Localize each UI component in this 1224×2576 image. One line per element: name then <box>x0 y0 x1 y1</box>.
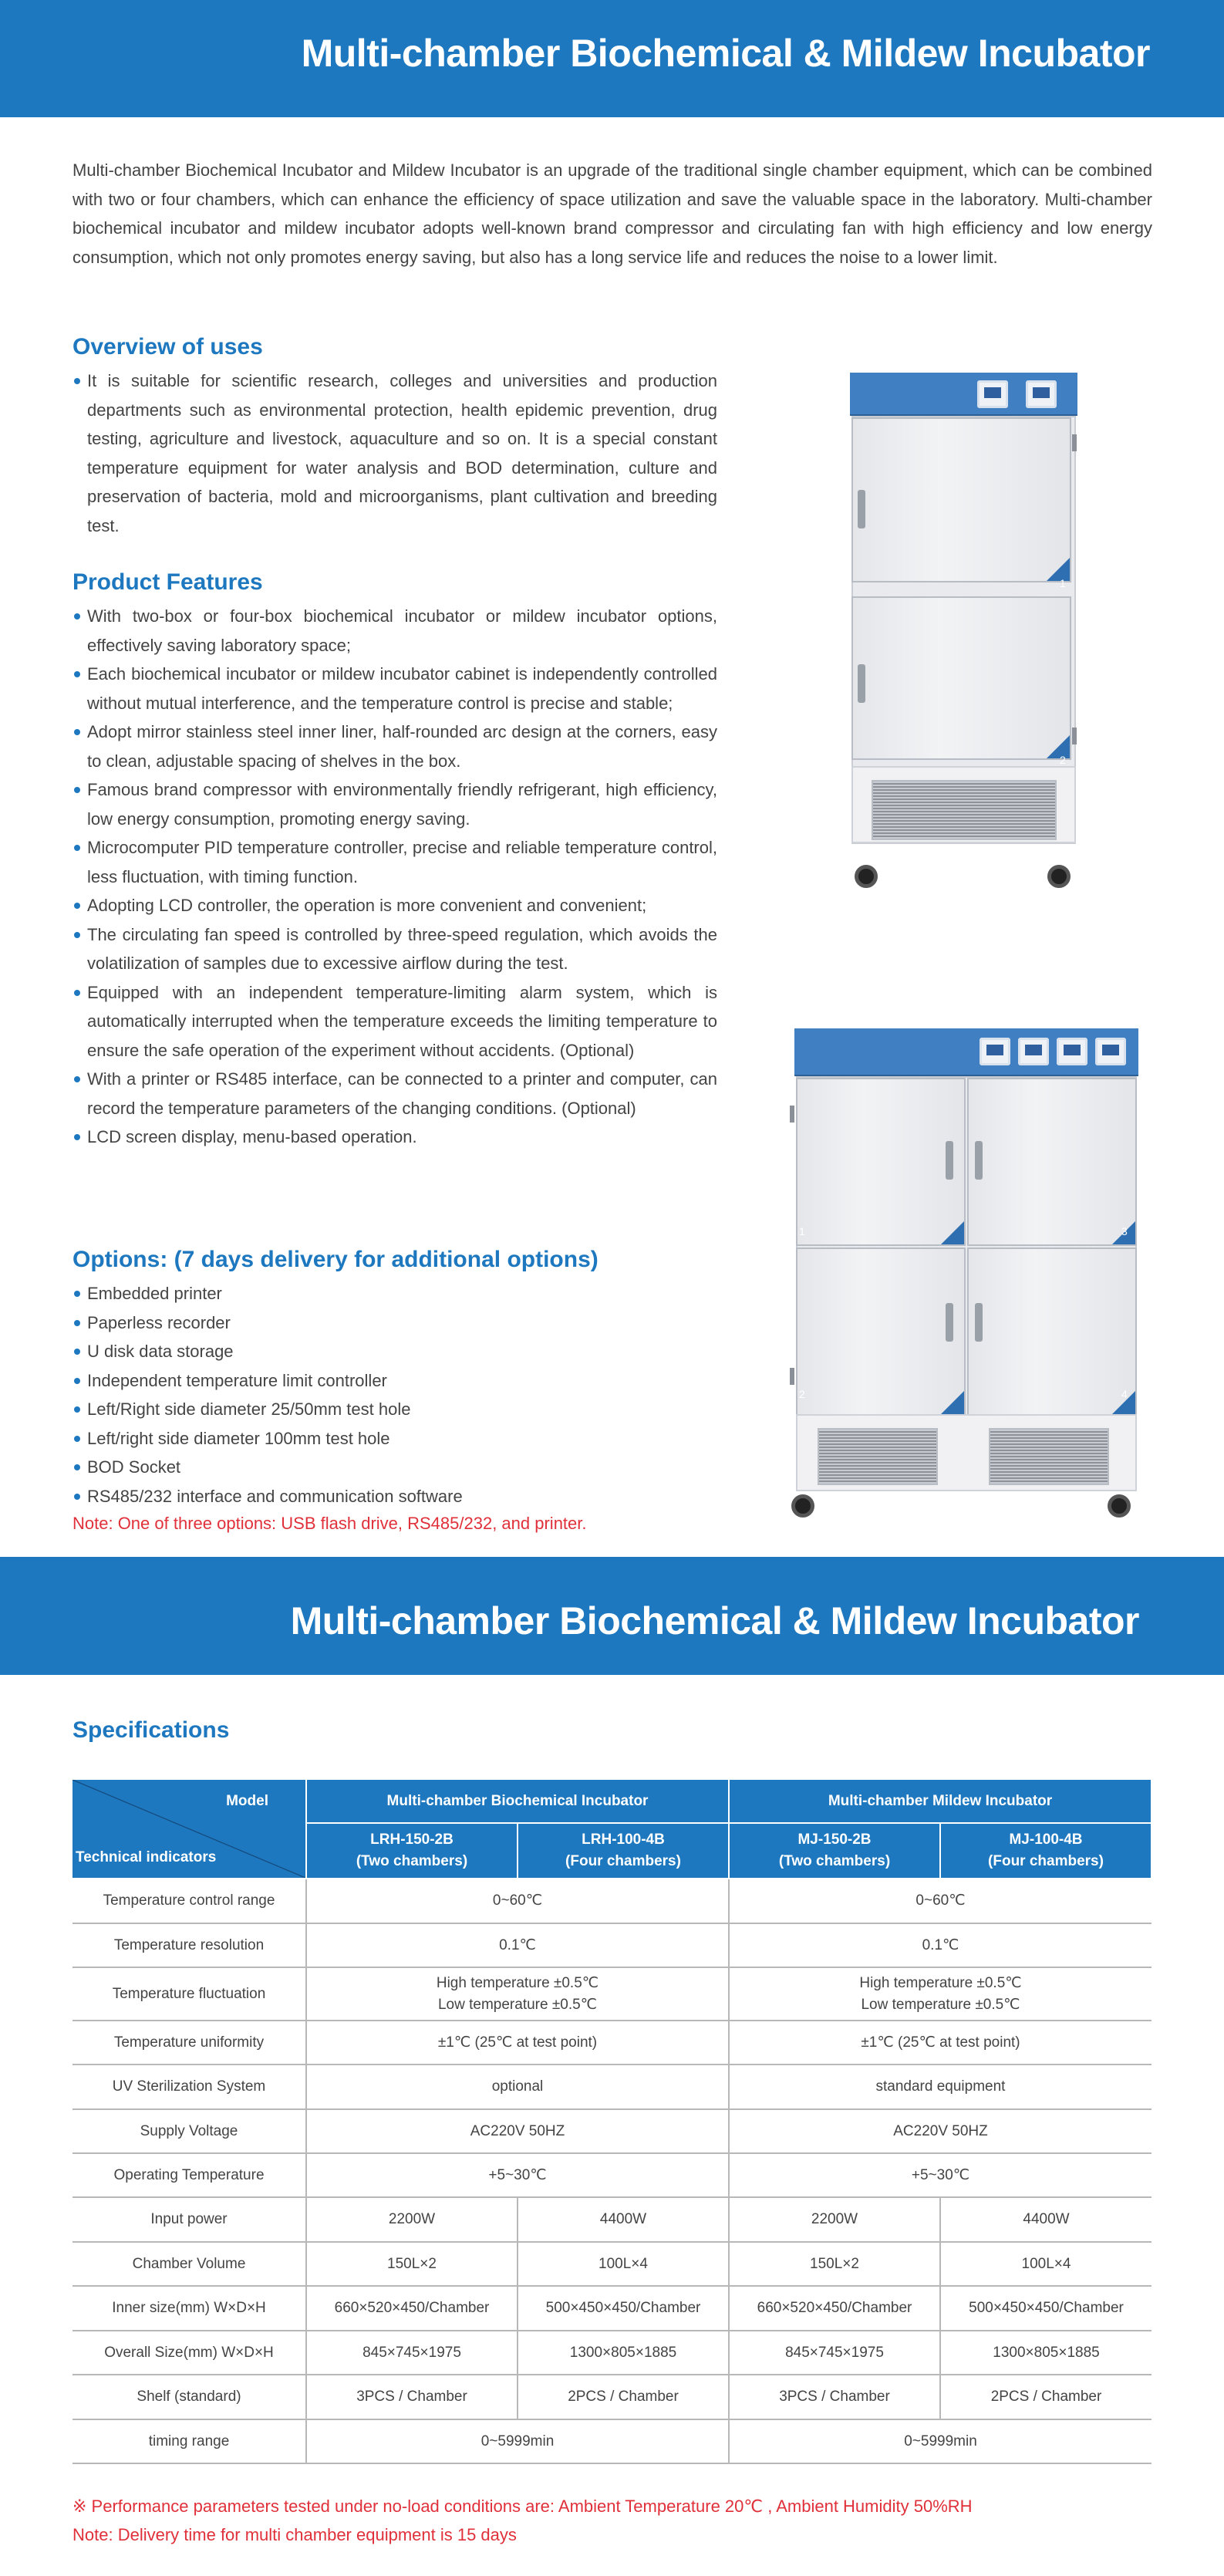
top-title-banner: Multi-chamber Biochemical & Mildew Incub… <box>0 0 1224 117</box>
lcd-display-icon <box>980 1038 1010 1065</box>
list-item: Microcomputer PID temperature controller… <box>72 833 717 891</box>
delivery-note: Note: Delivery time for multi chamber eq… <box>72 2525 517 2544</box>
table-row: timing range 0~5999min 0~5999min <box>72 2419 1152 2464</box>
wheel-icon <box>1108 1494 1131 1518</box>
table-row: Temperature resolution 0.1℃ 0.1℃ <box>72 1923 1152 1968</box>
table-row: Chamber Volume 150L×2 100L×4 150L×2 100L… <box>72 2242 1152 2287</box>
door-number: 4 <box>1121 1388 1128 1400</box>
list-item: Each biochemical incubator or mildew inc… <box>72 660 717 717</box>
list-item: With two-box or four-box biochemical inc… <box>72 602 717 660</box>
chamber-door <box>796 1247 966 1416</box>
table-row: Shelf (standard) 3PCS / Chamber 2PCS / C… <box>72 2375 1152 2420</box>
model-header: LRH-100-4B(Four chambers) <box>517 1823 730 1879</box>
chamber-door <box>967 1078 1137 1246</box>
header-corner-cell: Model Technical indicators <box>72 1780 307 1879</box>
options-title: Options: (7 days delivery for additional… <box>72 1247 599 1272</box>
bottom-title-banner: Multi-chamber Biochemical & Mildew Incub… <box>0 1557 1224 1675</box>
door-number: 1 <box>1060 577 1066 589</box>
performance-footnote: ※ Performance parameters tested under no… <box>72 2497 973 2516</box>
lcd-display-icon <box>1026 380 1057 408</box>
options-note: Note: One of three options: USB flash dr… <box>72 1514 587 1533</box>
indicators-label: Technical indicators <box>76 1849 217 1865</box>
list-item: RS485/232 interface and communication so… <box>72 1482 659 1511</box>
specifications-title: Specifications <box>72 1717 230 1743</box>
control-panel <box>794 1028 1138 1076</box>
hinge-icon <box>1072 728 1077 744</box>
control-panel <box>850 373 1077 416</box>
list-item: Left/right side diameter 100mm test hole <box>72 1424 659 1453</box>
lcd-display-icon <box>1018 1038 1049 1065</box>
door-handle <box>946 1303 953 1342</box>
model-header: MJ-100-4B(Four chambers) <box>939 1823 1152 1879</box>
list-item: With a printer or RS485 interface, can b… <box>72 1065 717 1123</box>
list-item: Independent temperature limit controller <box>72 1366 659 1396</box>
model-label: Model <box>226 1793 268 1809</box>
table-row: Temperature control range 0~60℃ 0~60℃ <box>72 1879 1152 1924</box>
table-row: Input power 2200W 4400W 2200W 4400W <box>72 2197 1152 2243</box>
page-title: Multi-chamber Biochemical & Mildew Incub… <box>301 32 1151 75</box>
vent-grille <box>989 1428 1109 1485</box>
intro-paragraph: Multi-chamber Biochemical Incubator and … <box>72 160 1152 267</box>
list-item: Embedded printer <box>72 1279 659 1308</box>
door-handle <box>975 1141 983 1180</box>
lcd-display-icon <box>977 380 1008 408</box>
wheel-icon <box>1047 865 1071 888</box>
two-chamber-incubator-image: 1 2 <box>850 373 1077 890</box>
lcd-display-icon <box>1057 1038 1087 1065</box>
list-item: Equipped with an independent temperature… <box>72 978 717 1065</box>
vent-grille <box>818 1428 938 1485</box>
list-item: BOD Socket <box>72 1453 659 1482</box>
door-number: 2 <box>799 1388 805 1400</box>
wheel-icon <box>791 1494 814 1518</box>
list-item: Famous brand compressor with environment… <box>72 775 717 833</box>
biochemical-group-header: Multi-chamber Biochemical Incubator <box>305 1780 730 1824</box>
lcd-display-icon <box>1095 1038 1126 1065</box>
four-chamber-incubator-image: 1 3 2 4 <box>790 1028 1138 1522</box>
list-item: The circulating fan speed is controlled … <box>72 920 717 978</box>
table-row: UV Sterilization System optional standar… <box>72 2065 1152 2110</box>
hinge-icon <box>790 1368 794 1385</box>
door-number: 2 <box>1060 754 1066 766</box>
vent-grille <box>872 780 1057 840</box>
chamber-door <box>967 1247 1137 1416</box>
table-row: Overall Size(mm) W×D×H 845×745×1975 1300… <box>72 2331 1152 2375</box>
options-list: Embedded printer Paperless recorder U di… <box>72 1279 659 1511</box>
chamber-door <box>851 417 1071 582</box>
uses-list: It is suitable for scientific research, … <box>72 366 717 540</box>
table-row: Temperature uniformity ±1℃ (25℃ at test … <box>72 2021 1152 2065</box>
door-handle <box>858 490 865 528</box>
list-item: Adopting LCD controller, the operation i… <box>72 891 717 920</box>
door-handle <box>946 1141 953 1180</box>
list-item: It is suitable for scientific research, … <box>72 366 717 540</box>
model-header: LRH-150-2B(Two chambers) <box>305 1823 518 1879</box>
hinge-icon <box>1072 434 1077 451</box>
list-item: U disk data storage <box>72 1337 659 1366</box>
door-number: 1 <box>799 1225 805 1237</box>
wheel-icon <box>855 865 878 888</box>
door-handle <box>975 1303 983 1342</box>
door-number: 3 <box>1121 1225 1128 1237</box>
table-row: Operating Temperature +5~30℃ +5~30℃ <box>72 2153 1152 2198</box>
specifications-table: Model Technical indicators Multi-chamber… <box>72 1780 1152 2464</box>
chamber-door <box>796 1078 966 1246</box>
features-title: Product Features <box>72 569 263 595</box>
chamber-door <box>851 596 1071 760</box>
model-header: MJ-150-2B(Two chambers) <box>728 1823 941 1879</box>
hinge-icon <box>790 1106 794 1123</box>
list-item: LCD screen display, menu-based operation… <box>72 1123 717 1152</box>
door-handle <box>858 664 865 703</box>
table-row: Temperature fluctuation High temperature… <box>72 1967 1152 2021</box>
uses-title: Overview of uses <box>72 334 263 360</box>
features-list: With two-box or four-box biochemical inc… <box>72 602 717 1152</box>
table-row: Supply Voltage AC220V 50HZ AC220V 50HZ <box>72 2109 1152 2154</box>
table-row: Inner size(mm) W×D×H 660×520×450/Chamber… <box>72 2286 1152 2331</box>
list-item: Paperless recorder <box>72 1308 659 1338</box>
list-item: Adopt mirror stainless steel inner liner… <box>72 717 717 775</box>
list-item: Left/Right side diameter 25/50mm test ho… <box>72 1395 659 1424</box>
mildew-group-header: Multi-chamber Mildew Incubator <box>728 1780 1152 1824</box>
section-title-banner: Multi-chamber Biochemical & Mildew Incub… <box>290 1599 1140 1642</box>
